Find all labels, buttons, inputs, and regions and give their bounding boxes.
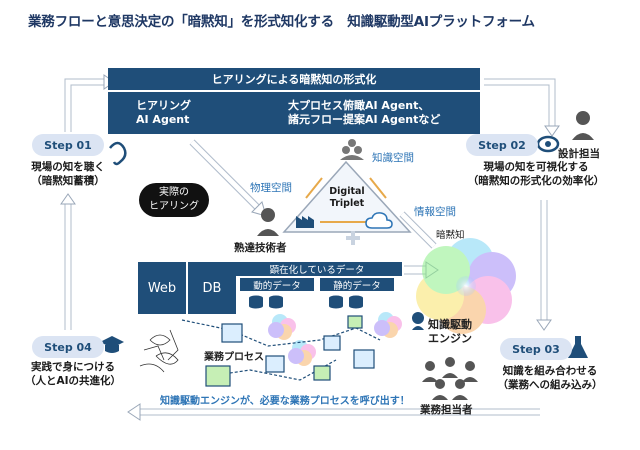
ai-brain-icon — [412, 312, 424, 330]
web-source: Web — [138, 262, 186, 314]
process-flow — [181, 315, 381, 387]
hearing-agent-label: ヒアリング AI Agent — [136, 99, 191, 126]
team-icon — [340, 139, 364, 160]
static-data-label: 静的データ — [320, 278, 394, 292]
cloud-icon — [365, 212, 393, 229]
knowledge-engine-label: 知識駆動エンジン — [428, 318, 472, 345]
db-source: DB — [188, 262, 236, 314]
business-process-label: 業務プロセス — [204, 352, 264, 363]
step-02-badge: Step 02 — [466, 134, 538, 156]
expert-person-icon — [257, 208, 279, 236]
business-label: 業務担当者 — [420, 404, 473, 416]
agent-band — [108, 92, 480, 134]
ear-icon — [109, 141, 127, 166]
formalization-banner: ヒアリングによる暗黙知の形式化 — [108, 68, 480, 90]
step-04-badge: Step 04 — [32, 336, 104, 358]
step-01-desc: 現場の知を聴く（暗黙知蓄積） — [31, 161, 105, 187]
dynamic-data-label: 動的データ — [240, 278, 314, 292]
physical-space-label: 物理空間 — [250, 182, 292, 194]
step-03-badge: Step 03 — [500, 338, 572, 360]
plus-icon — [346, 231, 360, 245]
knowledge-space-label: 知識空間 — [372, 152, 414, 164]
factory-icon — [296, 216, 314, 228]
explicit-data-band: 顕在化しているデータ — [232, 262, 402, 276]
process-flower-1 — [268, 314, 296, 340]
business-group-icon — [422, 357, 478, 400]
flask-icon — [568, 336, 588, 358]
database-icons — [249, 295, 363, 309]
designer-person-icon — [572, 111, 594, 140]
proposal-agent-label: 大プロセス俯瞰AI Agent、 諸元フロー提案AI Agentなど — [288, 99, 441, 126]
tacit-knowledge-label: 暗黙知 — [436, 230, 465, 241]
process-flower-2 — [288, 340, 316, 366]
flow-arrow-step01-banner — [64, 78, 104, 132]
process-flower-3 — [374, 312, 402, 338]
step-04-desc: 実践で身につける（人とAIの共進化） — [24, 361, 122, 387]
step-02-desc: 現場の知を可視化する（暗黙知の形式化の効率化） — [467, 161, 605, 187]
graduation-cap-icon — [100, 336, 124, 353]
expert-label: 熟達技術者 — [234, 242, 287, 254]
step-01-badge: Step 01 — [32, 134, 104, 156]
information-space-label: 情報空間 — [414, 206, 456, 218]
page-title: 業務フローと意思決定の「暗黙知」を形式知化する 知識駆動型AIプラットフォーム — [28, 14, 535, 30]
bottom-message: 知識駆動エンジンが、必要な業務プロセスを呼び出す！ — [160, 396, 410, 407]
actual-hearing-pill: 実際のヒアリング — [139, 183, 209, 217]
designer-label: 設計担当 — [558, 148, 600, 160]
flow-arrow-banner-step02 — [484, 78, 556, 128]
step-03-desc: 知識を組み合わせる（業務への組み込み） — [497, 365, 603, 391]
eye-icon — [536, 135, 560, 153]
process-doodle — [139, 329, 179, 373]
